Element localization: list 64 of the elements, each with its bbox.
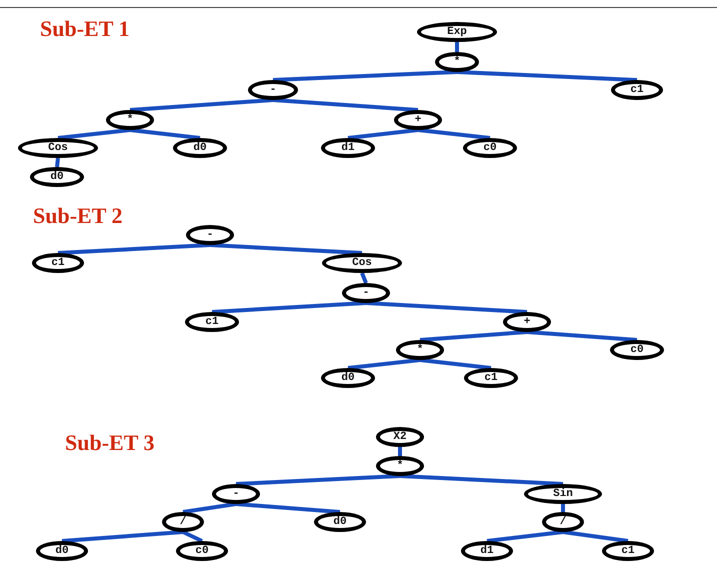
tree-node: Cos	[322, 253, 402, 273]
tree-node: -	[342, 283, 390, 303]
tree-edge	[236, 474, 400, 486]
tree-node: /	[542, 512, 584, 532]
tree-edge	[236, 502, 340, 514]
tree-edge	[420, 330, 528, 342]
tree-title: Sub-ET 2	[33, 203, 122, 229]
tree-node: *	[106, 110, 154, 130]
tree-node: *	[376, 456, 424, 476]
tree-edge	[455, 42, 459, 52]
tree-node: d1	[461, 541, 513, 561]
tree-node: d0	[173, 138, 227, 158]
tree-node: Cos	[18, 138, 98, 158]
tree-edge	[398, 447, 402, 456]
tree-node: c1	[32, 253, 84, 273]
tree-edge	[210, 243, 362, 255]
tree-node: d1	[321, 138, 375, 158]
tree-node: +	[394, 110, 442, 130]
tree-node: Exp	[417, 22, 497, 42]
tree-edge	[366, 301, 528, 314]
tree-edge	[55, 158, 60, 168]
tree-node: -	[248, 80, 298, 100]
tree-edge	[418, 128, 490, 140]
tree-node: -	[186, 225, 234, 245]
tree-edge	[561, 504, 565, 512]
tree-node: c1	[185, 312, 239, 332]
tree-node: +	[503, 312, 551, 332]
tree-node: c0	[176, 541, 228, 561]
tree-node: c1	[602, 541, 654, 561]
tree-node: d0	[30, 167, 84, 187]
tree-edge	[182, 530, 203, 543]
tree-edge	[130, 98, 274, 112]
tree-edge	[62, 530, 184, 543]
tree-edge	[58, 128, 130, 140]
tree-edge	[348, 358, 420, 370]
tree-edge	[272, 98, 418, 112]
tree-edge	[182, 502, 236, 514]
tree-node: d0	[321, 368, 375, 388]
tree-node: /	[162, 512, 204, 532]
tree-edge	[486, 530, 564, 543]
tree-node: -	[212, 484, 260, 504]
tree-node: c0	[463, 138, 517, 158]
tree-edge	[562, 530, 628, 543]
tree-node: *	[435, 52, 479, 72]
tree-node: c1	[611, 80, 663, 100]
tree-edge	[420, 358, 492, 370]
tree-edge	[58, 243, 210, 255]
tree-title: Sub-ET 1	[40, 16, 130, 42]
tree-node: Sin	[524, 484, 602, 504]
tree-node: X2	[376, 427, 424, 447]
tree-edge	[212, 301, 366, 314]
tree-node: *	[396, 340, 444, 360]
tree-node: d0	[314, 512, 366, 532]
tree-edge	[348, 128, 418, 140]
tree-edge	[360, 272, 368, 284]
tree-edge	[400, 474, 564, 486]
tree-edge	[526, 330, 638, 342]
tree-title: Sub-ET 3	[65, 430, 154, 456]
tree-node: d0	[36, 541, 88, 561]
tree-edge	[456, 70, 638, 82]
tree-node: c1	[464, 368, 518, 388]
tree-node: c0	[610, 340, 664, 360]
tree-edge	[272, 70, 458, 82]
tree-edge	[130, 128, 200, 140]
